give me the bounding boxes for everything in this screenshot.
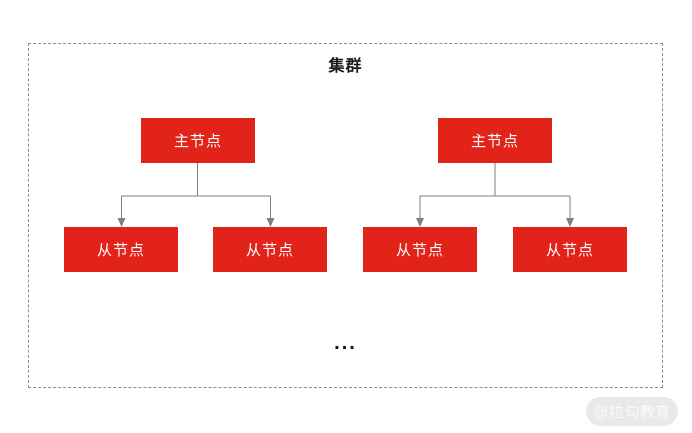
- master-node-2: 主节点: [438, 118, 552, 163]
- slave-node-4-label: 从节点: [545, 242, 594, 259]
- more-clusters-indicator: ...: [334, 332, 357, 354]
- watermark-badge: @拉勾教育: [586, 397, 678, 426]
- slave-node-2-label: 从节点: [245, 242, 294, 259]
- connector-group-left: [121, 163, 271, 219]
- slave-node-1: 从节点: [64, 227, 178, 272]
- slave-node-4: 从节点: [513, 227, 627, 272]
- master-node-1-label: 主节点: [173, 133, 222, 150]
- slave-node-3: 从节点: [363, 227, 477, 272]
- cluster-title: 集群: [328, 58, 363, 75]
- arrowhead-icon: [266, 218, 275, 227]
- arrowhead-icon: [416, 218, 424, 227]
- watermark-text: @拉勾教育: [593, 404, 671, 421]
- connector-group-right: [419, 163, 571, 219]
- arrowhead-icon: [117, 218, 126, 227]
- arrowhead-icon: [566, 218, 574, 227]
- slave-node-2: 从节点: [213, 227, 327, 272]
- cluster-container: 集群 主节点 从节点: [28, 43, 663, 388]
- slave-node-3-label: 从节点: [395, 242, 444, 259]
- master-node-1: 主节点: [141, 118, 255, 163]
- master-node-2-label: 主节点: [470, 133, 519, 150]
- slave-node-1-label: 从节点: [96, 242, 145, 259]
